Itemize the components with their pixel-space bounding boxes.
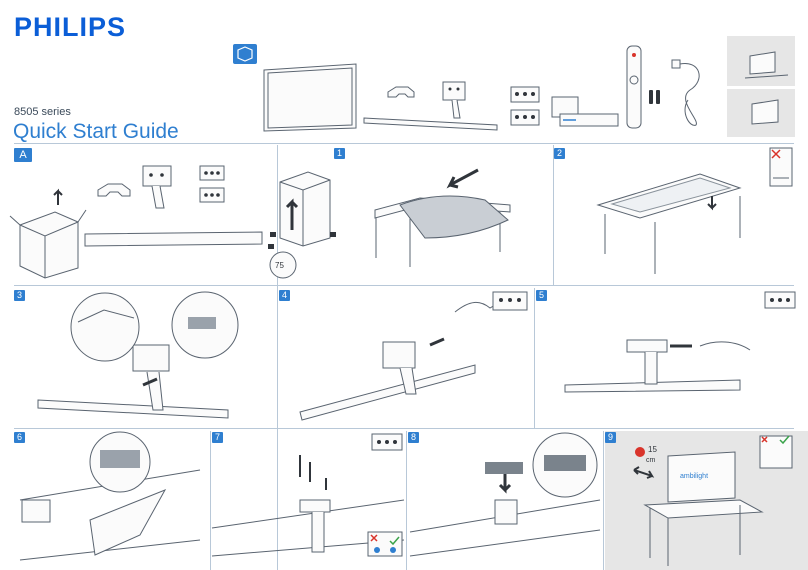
divider-col-2a (553, 145, 554, 285)
divider-col-1a (277, 145, 278, 570)
unboxing-illustration (9, 165, 263, 279)
stand-attach-step-3 (37, 291, 239, 419)
stand-parts-icon (363, 81, 498, 131)
guide-title: Quick Start Guide (13, 120, 179, 143)
panel-badge-4: 4 (279, 290, 290, 301)
stand-attach-step-6 (19, 431, 201, 561)
stand-attach-step-8 (409, 432, 601, 557)
distance-value-label: 15 (648, 445, 657, 454)
box-contents-icon (233, 44, 257, 64)
remote-control-icon (626, 45, 660, 129)
panel-badge-7: 7 (212, 432, 223, 443)
panel-badge-a: A (14, 148, 32, 162)
panel-badge-5: 5 (536, 290, 547, 301)
divider-row-2 (14, 428, 794, 429)
divider-col-3c (603, 431, 604, 570)
divider-col-1c (210, 431, 211, 570)
divider-top (14, 143, 794, 144)
divider-col-2c (406, 431, 407, 570)
ambilight-label: ambilight (680, 473, 708, 480)
documents-icon (551, 96, 619, 127)
divider-col-2b (534, 288, 535, 428)
stand-attach-step-4 (299, 291, 528, 421)
box-lift-illustration (268, 168, 511, 279)
option-stand-illustration (727, 89, 795, 137)
power-cable-icon (671, 59, 700, 126)
brand-logo: PHILIPS (14, 12, 127, 42)
panel-badge-9: 9 (605, 432, 616, 443)
distance-unit-label: cm (646, 457, 656, 464)
series-label: 8505 series (14, 106, 71, 118)
panel-badge-8: 8 (408, 432, 419, 443)
stand-attach-step-7 (211, 433, 405, 557)
divider-row-1 (14, 285, 794, 286)
placement-illustration (633, 435, 793, 566)
tv-face-down-illustration (596, 147, 793, 274)
panel-badge-1: 1 (334, 148, 345, 159)
option-wall-illustration (727, 36, 795, 86)
panel-badge-6: 6 (14, 432, 25, 443)
stand-attach-step-5 (564, 291, 796, 393)
tv-icon (263, 63, 357, 132)
panel-badge-2: 2 (554, 148, 565, 159)
panel-badge-3: 3 (14, 290, 25, 301)
box-number-label: 75 (275, 261, 284, 270)
screws-icon (510, 86, 540, 126)
